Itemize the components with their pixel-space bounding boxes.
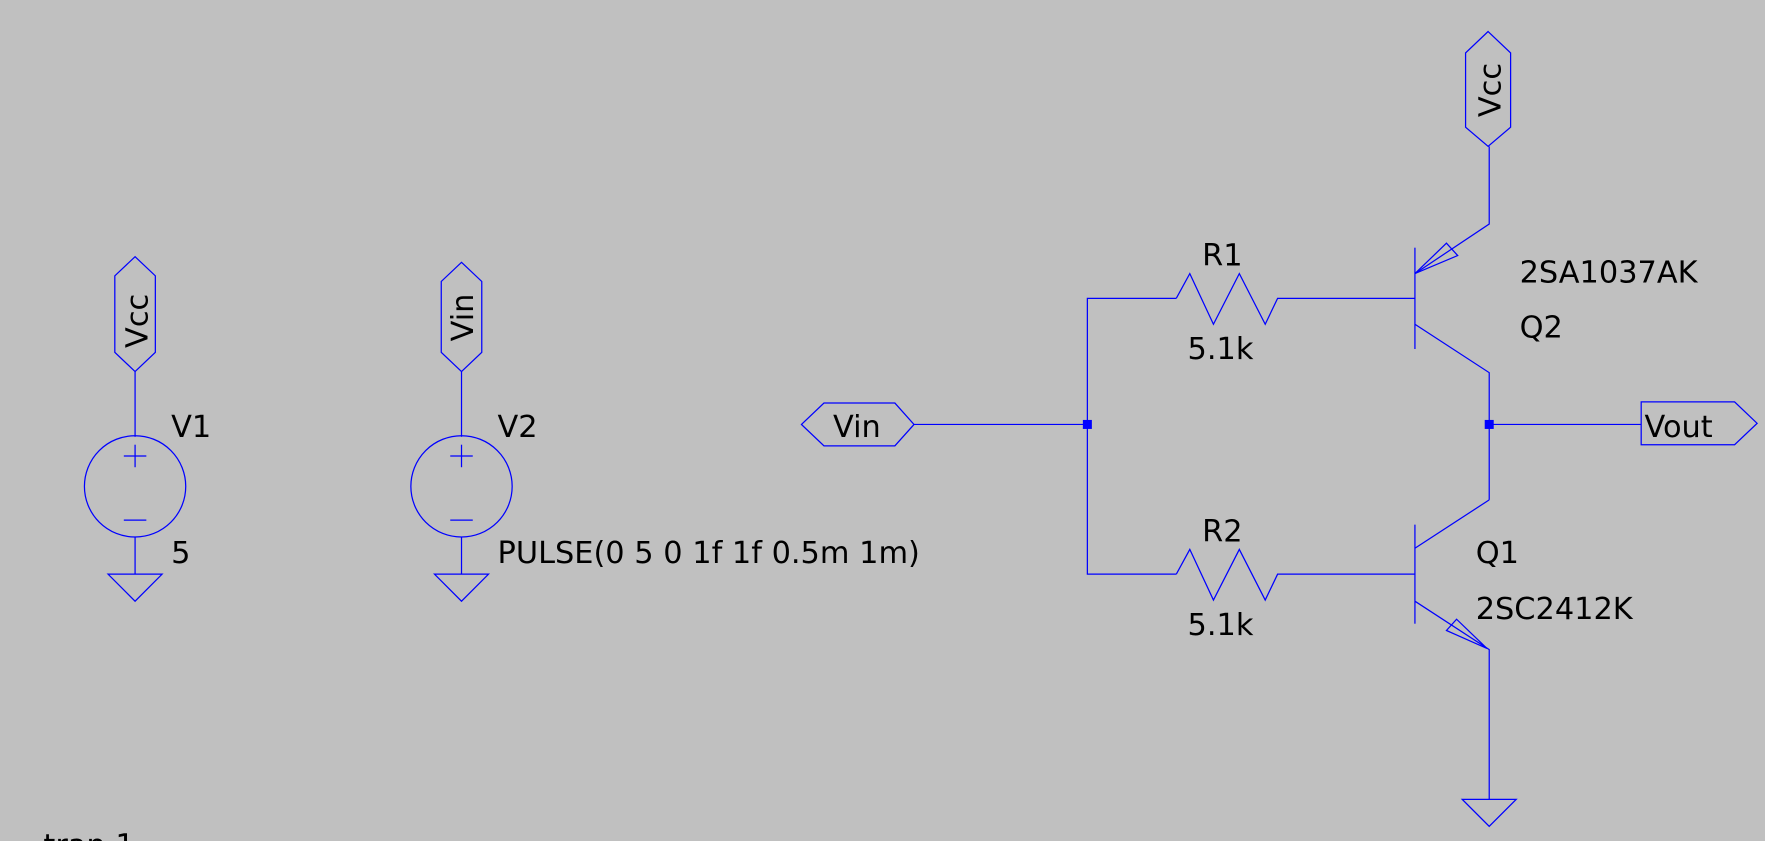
- ground-icon: [106, 573, 164, 603]
- resistor-value[interactable]: 5.1k: [1188, 332, 1254, 367]
- spice-directive[interactable]: .tran 1: [34, 829, 135, 841]
- net-label-text: Vcc: [120, 294, 155, 348]
- resistor-name: R1: [1202, 239, 1242, 274]
- net-label-vout[interactable]: [1640, 401, 1759, 446]
- emitter-arrow-icon: [1414, 242, 1459, 275]
- ground-icon: [433, 573, 491, 603]
- source-name: V1: [171, 410, 211, 445]
- transistor-name: Q2: [1520, 311, 1563, 346]
- source-v2[interactable]: Vin V2 PULSE(0 5 0 1f 1f 0.5m 1m): [410, 261, 920, 603]
- transistor-q1[interactable]: Q1 2SC2412K: [1414, 499, 1634, 828]
- source-name: V2: [498, 410, 538, 445]
- resistor-r1[interactable]: R1 5.1k: [1175, 239, 1415, 367]
- transistor-name: Q1: [1476, 536, 1519, 571]
- resistor-value[interactable]: 5.1k: [1188, 608, 1254, 643]
- net-label-text: Vin: [446, 294, 481, 342]
- transistor-model[interactable]: 2SC2412K: [1476, 592, 1634, 627]
- ground-icon: [1460, 798, 1518, 828]
- source-value[interactable]: PULSE(0 5 0 1f 1f 0.5m 1m): [498, 536, 920, 571]
- transistor-model[interactable]: 2SA1037AK: [1520, 256, 1699, 291]
- net-label-text: Vcc: [1473, 63, 1508, 117]
- emitter-arrow-icon: [1445, 618, 1488, 650]
- resistor-r2[interactable]: R2 5.1k: [1175, 515, 1415, 643]
- net-label-text: Vout: [1645, 410, 1713, 445]
- resistor-name: R2: [1202, 515, 1242, 550]
- source-value[interactable]: 5: [171, 536, 190, 571]
- source-v1[interactable]: Vcc V1 5: [83, 255, 211, 603]
- transistor-q2[interactable]: Vcc 2SA1037AK Q2: [1414, 30, 1699, 500]
- wire: [1086, 297, 1177, 575]
- net-label-vcc-q2[interactable]: [1464, 30, 1512, 148]
- net-label-text: Vin: [833, 410, 881, 445]
